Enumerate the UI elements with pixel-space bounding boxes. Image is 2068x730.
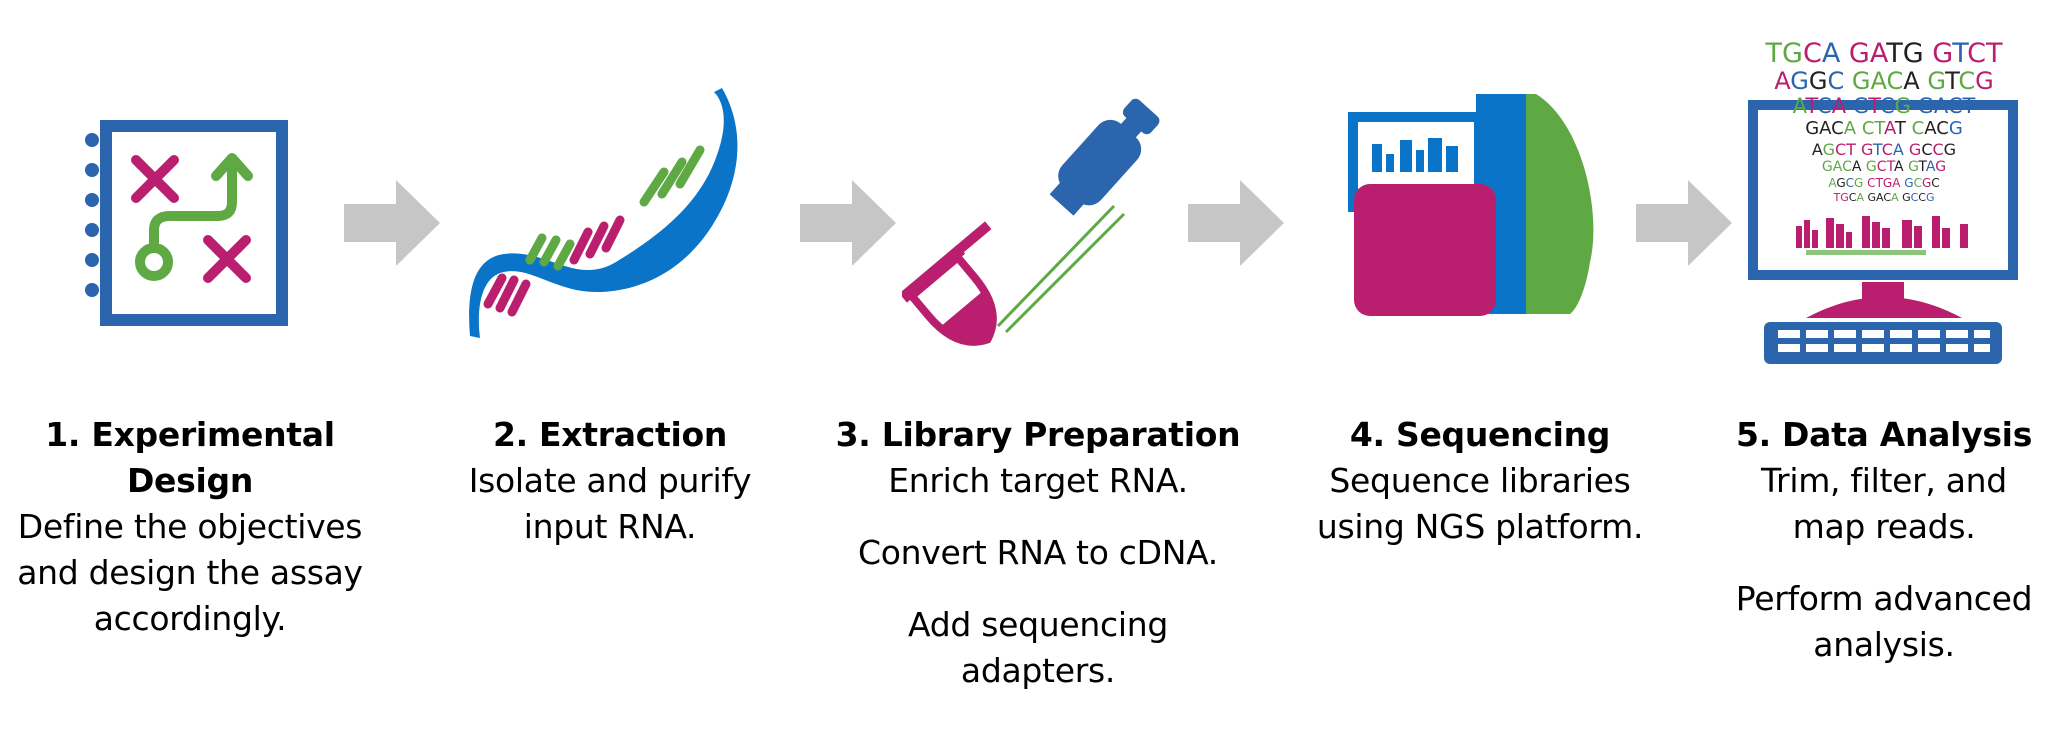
computer-analysis-icon: [1748, 100, 2018, 364]
step-description: analysis.: [1813, 625, 1955, 664]
step-1: 1. Experimental Design Define the object…: [0, 412, 380, 642]
step-description: adapters.: [960, 651, 1116, 690]
step-title: 4. Sequencing: [1349, 415, 1611, 454]
step-description: Isolate and purify: [468, 461, 752, 500]
sequence-line: AGGC GACA GTCG: [1774, 67, 1994, 95]
step-description: map reads.: [1792, 507, 1976, 546]
strategy-notebook-icon: [85, 120, 288, 326]
step-title: 1. Experimental: [45, 415, 335, 454]
step-2: 2. Extraction Isolate and purify input R…: [420, 412, 800, 550]
sequence-line: TGCA GACA GCCG: [1833, 191, 1935, 204]
step-title: 3. Library Preparation: [835, 415, 1241, 454]
step-description: Enrich target RNA.: [888, 461, 1188, 500]
step-description: accordingly.: [93, 599, 287, 638]
sequence-line: AGCG CTGA GCGC: [1828, 176, 1940, 190]
step-title: Design: [126, 461, 254, 500]
step-description: Sequence libraries: [1329, 461, 1631, 500]
sequence-line: AGCT GTCA GCCG: [1811, 140, 1957, 159]
step-description: and design the assay: [17, 553, 363, 592]
arrow-right-icon: [800, 180, 896, 266]
sequence-line: GACA GCTA GTAG: [1821, 159, 1947, 175]
step-description: Trim, filter, and: [1761, 461, 2007, 500]
step-4: 4. Sequencing Sequence libraries using N…: [1290, 412, 1670, 550]
step-description: Perform advanced: [1735, 579, 2033, 618]
arrow-right-icon: [1636, 180, 1732, 266]
step-description: Define the objectives: [17, 507, 363, 546]
step-title: 2. Extraction: [492, 415, 728, 454]
step-title: 5. Data Analysis: [1735, 415, 2033, 454]
step-5: 5. Data Analysis Trim, filter, and map r…: [1700, 412, 2068, 668]
sequence-line: ATCA GTCG GACT: [1792, 94, 1976, 118]
arrow-right-icon: [344, 180, 440, 266]
step-description: Convert RNA to cDNA.: [858, 533, 1218, 572]
rna-helix-icon: [469, 88, 738, 338]
sequencer-icon: [1348, 94, 1594, 316]
sequence-line: TGCA GATG GTCT: [1765, 38, 2003, 69]
step-description: Add sequencing: [908, 605, 1168, 644]
step-description: input RNA.: [523, 507, 697, 546]
step-3: 3. Library Preparation Enrich target RNA…: [828, 412, 1248, 694]
sequence-text-block: TGCA GATG GTCT AGGC GACA GTCG ATCA GTCG …: [1746, 40, 2022, 205]
pipette-tube-icon: [902, 98, 1160, 346]
arrow-right-icon: [1188, 180, 1284, 266]
step-description: using NGS platform.: [1316, 507, 1644, 546]
sequence-line: GACA CTAT CACG: [1805, 118, 1963, 139]
